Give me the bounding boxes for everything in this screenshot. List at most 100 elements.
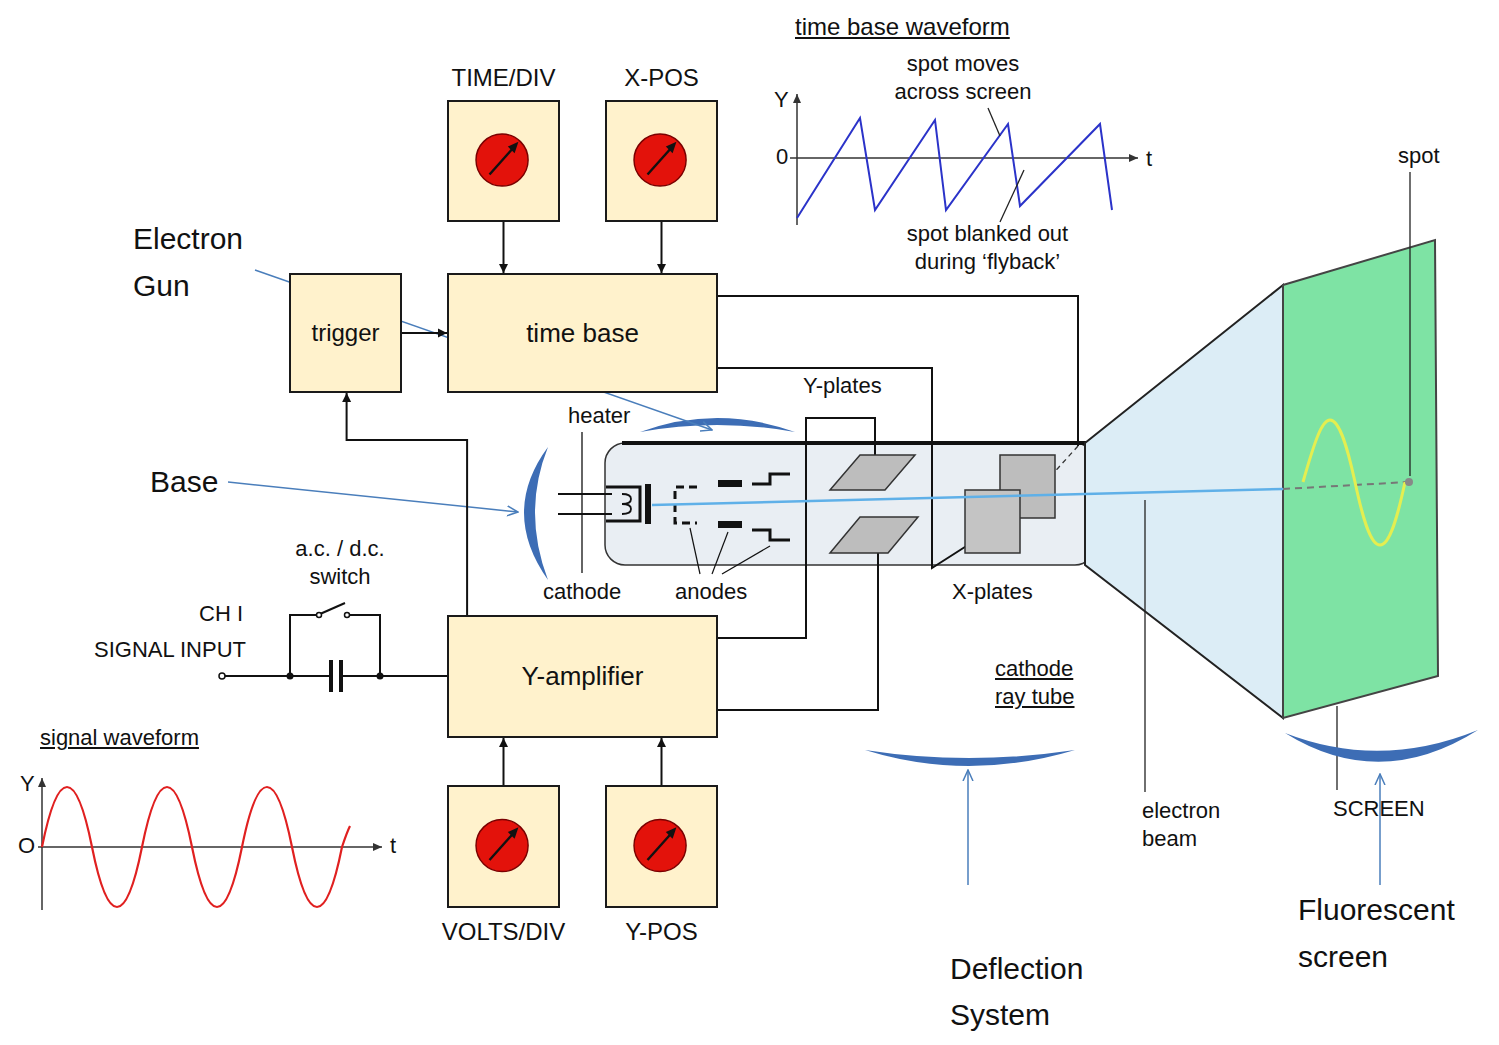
- cathode-plate: [645, 484, 651, 524]
- axis-label: t: [390, 832, 396, 860]
- knob-pointer: [490, 147, 514, 174]
- beam-path: [1283, 482, 1408, 489]
- control-label: X-POS: [624, 64, 699, 92]
- leader-line: [1409, 172, 1410, 476]
- leader-line: [690, 528, 700, 574]
- control-label: Y-POS: [625, 918, 697, 946]
- callout-title: Electron Gun: [133, 215, 273, 309]
- callout-arrow: [228, 482, 518, 512]
- heater-coil: [622, 494, 631, 514]
- leader-line: [712, 532, 728, 574]
- knob-symbol: [607, 787, 716, 906]
- wire: [718, 368, 968, 568]
- graph-title: signal waveform: [40, 724, 199, 752]
- connector-arrow: [503, 222, 505, 273]
- axis-label: O: [18, 832, 35, 860]
- tube-edge: [622, 441, 1086, 445]
- callout-title: Base: [150, 463, 218, 501]
- block-label: Y-amplifier: [522, 661, 644, 692]
- knob-symbol: [607, 102, 716, 220]
- y-plate: [830, 517, 918, 553]
- bypass-wire: [290, 615, 317, 676]
- knob-dial: [634, 819, 686, 871]
- switch-contact: [345, 613, 350, 618]
- part-name: spot: [1398, 142, 1440, 170]
- junction-dot: [287, 673, 294, 680]
- callout-arrow: [1379, 774, 1381, 885]
- cathode-lead: [558, 493, 612, 495]
- leader-line: [1144, 500, 1145, 792]
- switch-contact: [317, 613, 322, 618]
- signal-name: SIGNAL INPUT: [78, 636, 246, 664]
- switch-lever: [320, 603, 345, 614]
- knob-pointer: [490, 833, 514, 860]
- connector-arrow: [661, 738, 663, 785]
- graph-y-axis: [796, 94, 798, 225]
- control-label: VOLTS/DIV: [442, 918, 566, 946]
- sine-wave: [42, 787, 350, 907]
- cathode-cup: [606, 487, 640, 521]
- knob-symbol: [449, 102, 558, 220]
- part-name: cathode: [543, 578, 621, 606]
- annotation: spot blanked out during ‘flyback’: [890, 220, 1085, 275]
- knob-pointer: [648, 147, 672, 174]
- graph-title: time base waveform: [795, 12, 1010, 42]
- block-label: trigger: [311, 319, 379, 347]
- bracket: [640, 418, 795, 432]
- part-name: SCREEN: [1333, 795, 1425, 823]
- part-name: cathode ray tube: [995, 655, 1103, 710]
- bracket: [865, 750, 1075, 766]
- knob-pointer-head: [666, 142, 677, 154]
- annotation: spot moves across screen: [878, 50, 1048, 105]
- anode: [718, 521, 742, 528]
- control-knob-box: TIME/DIV: [447, 100, 560, 222]
- part-name: a.c. / d.c. switch: [280, 535, 400, 590]
- knob-dial: [476, 819, 528, 871]
- axis-label: Y: [20, 770, 35, 798]
- knob-pointer: [648, 833, 672, 860]
- part-name: heater: [568, 402, 630, 430]
- x-plate: [965, 490, 1020, 553]
- input-terminal: [219, 673, 225, 679]
- capacitor-plate: [339, 660, 343, 692]
- callout-title: Deflection System: [950, 946, 1130, 1038]
- part-name: electron beam: [1142, 797, 1246, 852]
- bypass-wire: [347, 615, 380, 676]
- process-box: trigger: [289, 273, 402, 393]
- part-name: X-plates: [952, 578, 1033, 606]
- spot: [1405, 478, 1413, 486]
- connector-arrow: [402, 332, 447, 334]
- bracket: [524, 447, 548, 580]
- block-label: time base: [526, 318, 639, 349]
- anode: [718, 480, 742, 487]
- axis-label: Y: [774, 86, 789, 114]
- part-name: Y-plates: [803, 372, 882, 400]
- signal-name: CH I: [193, 600, 243, 628]
- anode: [752, 474, 790, 484]
- input-wire: [342, 675, 447, 677]
- anode: [752, 530, 790, 540]
- axis-label: t: [1146, 145, 1152, 173]
- screen-trace: [1303, 420, 1405, 545]
- y-plate: [830, 455, 915, 490]
- control-label: TIME/DIV: [451, 64, 555, 92]
- sawtooth-wave: [797, 118, 1112, 218]
- capacitor-plate: [329, 660, 333, 692]
- process-box: time base: [447, 273, 718, 393]
- leader-line: [988, 108, 1000, 136]
- control-knob-box: Y-POS: [605, 785, 718, 908]
- callout-title: Fluorescent screen: [1298, 886, 1488, 980]
- connector-arrow: [503, 738, 505, 785]
- part-name: anodes: [675, 578, 747, 606]
- leader-line: [581, 432, 582, 573]
- process-box: Y-amplifier: [447, 615, 718, 738]
- leader-line: [1000, 170, 1024, 222]
- leader-line: [722, 546, 770, 574]
- fluorescent-screen: [1283, 240, 1438, 718]
- knob-dial: [634, 134, 686, 186]
- tube-cone: [1085, 285, 1283, 718]
- knob-pointer-head: [508, 827, 519, 839]
